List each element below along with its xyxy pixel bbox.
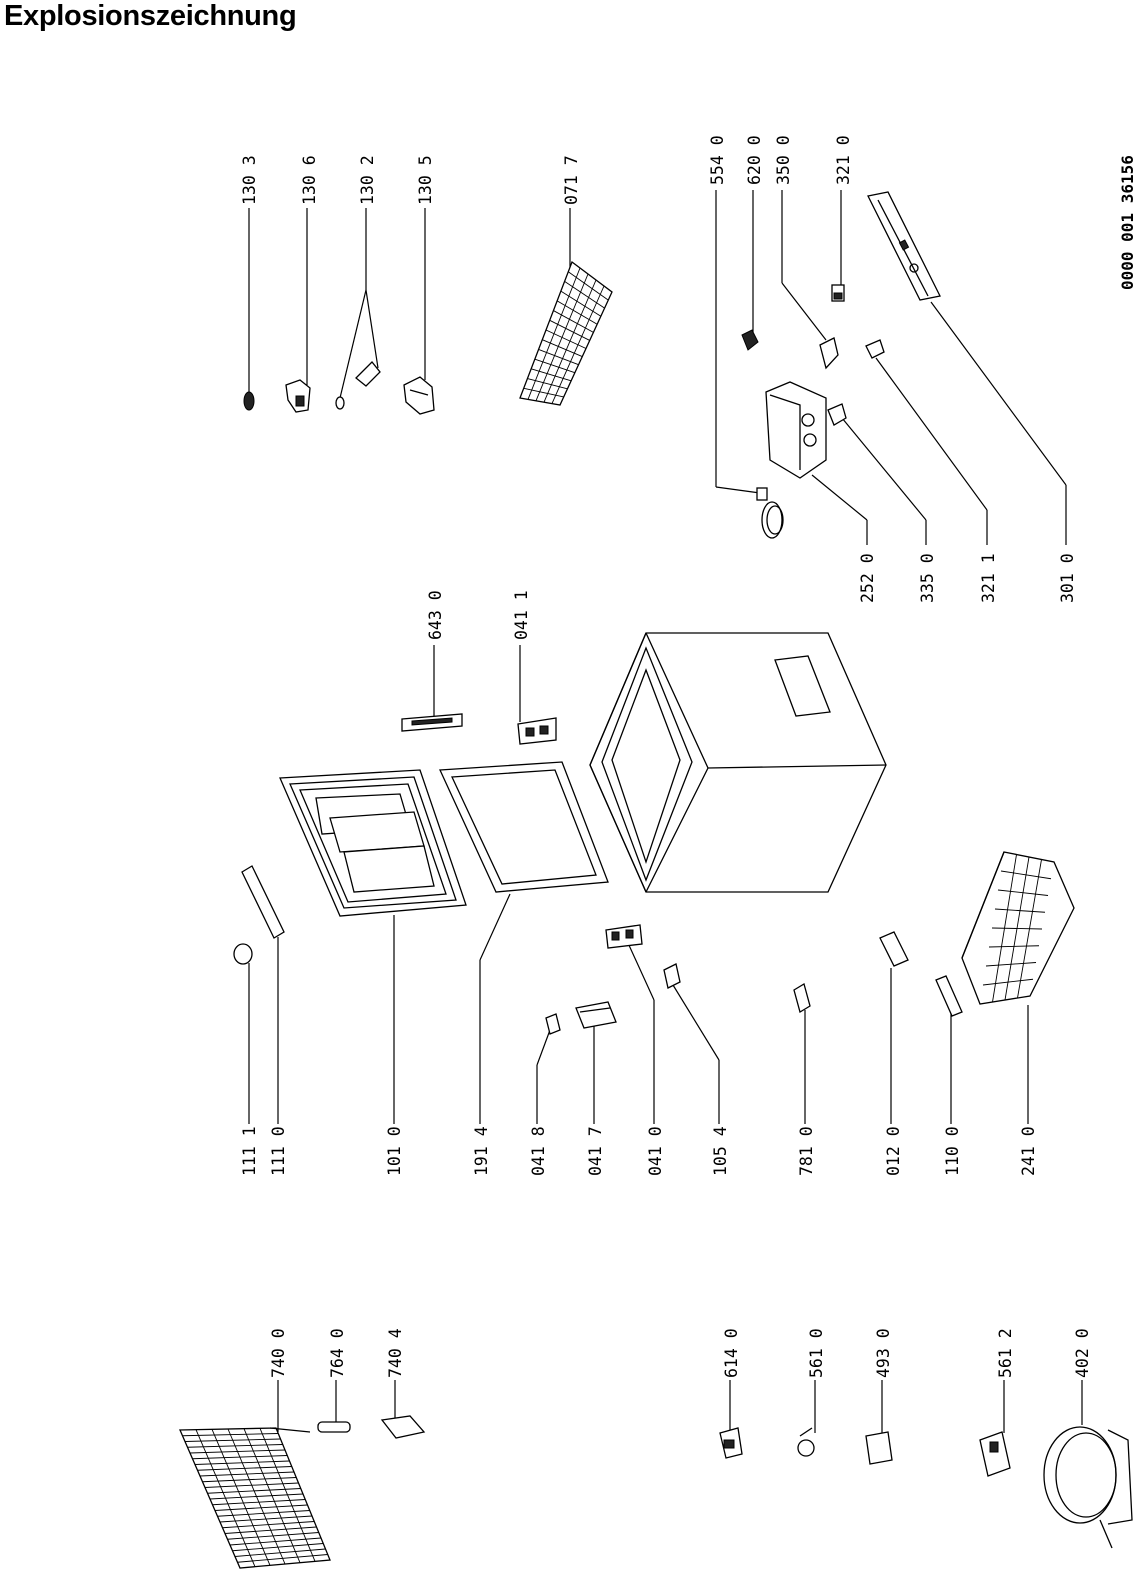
- part-label-614-0: 614 0: [722, 1328, 741, 1378]
- part-label-740-4: 740 4: [386, 1328, 405, 1378]
- part-764-0-drier: [317, 1421, 351, 1433]
- part-241-0-basket: [961, 851, 1075, 1005]
- part-label-130-2: 130 2: [358, 155, 377, 205]
- part-label-402-0: 402 0: [1073, 1328, 1092, 1378]
- part-402-0-compressor: [1043, 1426, 1133, 1549]
- part-label-493-0: 493 0: [874, 1328, 893, 1378]
- part-label-301-0: 301 0: [1058, 553, 1077, 603]
- part-label-111-1: 111 1: [240, 1126, 259, 1176]
- part-label-321-0: 321 0: [834, 135, 853, 185]
- part-label-191-4: 191 4: [472, 1126, 491, 1176]
- part-321-0-switch: [831, 284, 845, 302]
- part-350-0-clip: [819, 337, 839, 370]
- part-label-041-0: 041 0: [646, 1126, 665, 1176]
- part-label-071-7: 071 7: [562, 155, 581, 205]
- part-label-041-7: 041 7: [586, 1126, 605, 1176]
- leader-lines: [248, 190, 1083, 1433]
- document-id: 0000 001 36156: [1118, 155, 1137, 290]
- part-620-0-knob: [741, 329, 759, 351]
- part-111-0-rail: [241, 865, 285, 939]
- part-label-561-0: 561 0: [807, 1328, 826, 1378]
- part-561-0-overload: [797, 1427, 815, 1457]
- part-740-0-condenser: [179, 1427, 331, 1569]
- part-130-6-hinge: [285, 379, 311, 413]
- part-label-764-0: 764 0: [328, 1328, 347, 1378]
- part-101-0-door: [279, 769, 467, 917]
- part-label-012-0: 012 0: [884, 1126, 903, 1176]
- part-label-130-6: 130 6: [300, 155, 319, 205]
- part-110-0-strip: [935, 975, 963, 1017]
- part-label-252-0: 252 0: [858, 553, 877, 603]
- part-740-4-clamp: [380, 1415, 426, 1439]
- part-label-041-8: 041 8: [529, 1126, 548, 1176]
- part-label-561-2: 561 2: [996, 1328, 1015, 1378]
- part-label-554-0: 554 0: [708, 135, 727, 185]
- part-label-101-0: 101 0: [385, 1126, 404, 1176]
- part-130-3-grommet: [243, 391, 255, 411]
- part-301-0-control-panel: [867, 191, 941, 301]
- part-071-7-grille: [519, 260, 613, 406]
- part-191-4-gasket: [439, 761, 609, 893]
- page-title: Explosionszeichnung: [4, 0, 297, 32]
- part-label-105-4: 105 4: [711, 1126, 730, 1176]
- part-012-0-bracket: [879, 931, 909, 967]
- part-781-0-plug: [793, 983, 811, 1013]
- part-label-111-0: 111 0: [269, 1126, 288, 1176]
- part-614-0-relay: [719, 1427, 743, 1459]
- part-label-130-3: 130 3: [240, 155, 259, 205]
- part-041-8-hinge-pin: [545, 1013, 561, 1035]
- part-554-0-capillary-coil: [756, 487, 784, 539]
- part-label-041-1: 041 1: [512, 590, 531, 640]
- part-493-0-capacitor: [865, 1431, 893, 1465]
- part-label-740-0: 740 0: [269, 1328, 288, 1378]
- part-label-781-0: 781 0: [797, 1126, 816, 1176]
- part-321-1-lamp-cover: [865, 339, 885, 359]
- part-label-350-0: 350 0: [774, 135, 793, 185]
- part-label-643-0: 643 0: [426, 590, 445, 640]
- part-041-0-hinge: [605, 924, 643, 949]
- part-cabinet: [589, 632, 887, 893]
- part-111-1-cap: [233, 943, 253, 965]
- part-041-1-hinge: [517, 717, 557, 745]
- part-130-2-hinge-pins: [335, 361, 381, 410]
- part-label-241-0: 241 0: [1019, 1126, 1038, 1176]
- part-label-321-1: 321 1: [979, 553, 998, 603]
- part-643-0-handle: [401, 713, 463, 732]
- part-041-7-hinge-cover: [575, 1001, 617, 1029]
- part-561-2-starter: [979, 1431, 1011, 1477]
- part-label-110-0: 110 0: [943, 1126, 962, 1176]
- part-label-335-0: 335 0: [918, 553, 937, 603]
- part-label-130-5: 130 5: [416, 155, 435, 205]
- part-335-0-knob: [827, 403, 847, 426]
- part-252-0-thermostat-housing: [765, 381, 827, 479]
- part-130-5-hinge-bracket: [403, 376, 435, 415]
- part-105-4-lock: [663, 963, 681, 989]
- part-label-620-0: 620 0: [745, 135, 764, 185]
